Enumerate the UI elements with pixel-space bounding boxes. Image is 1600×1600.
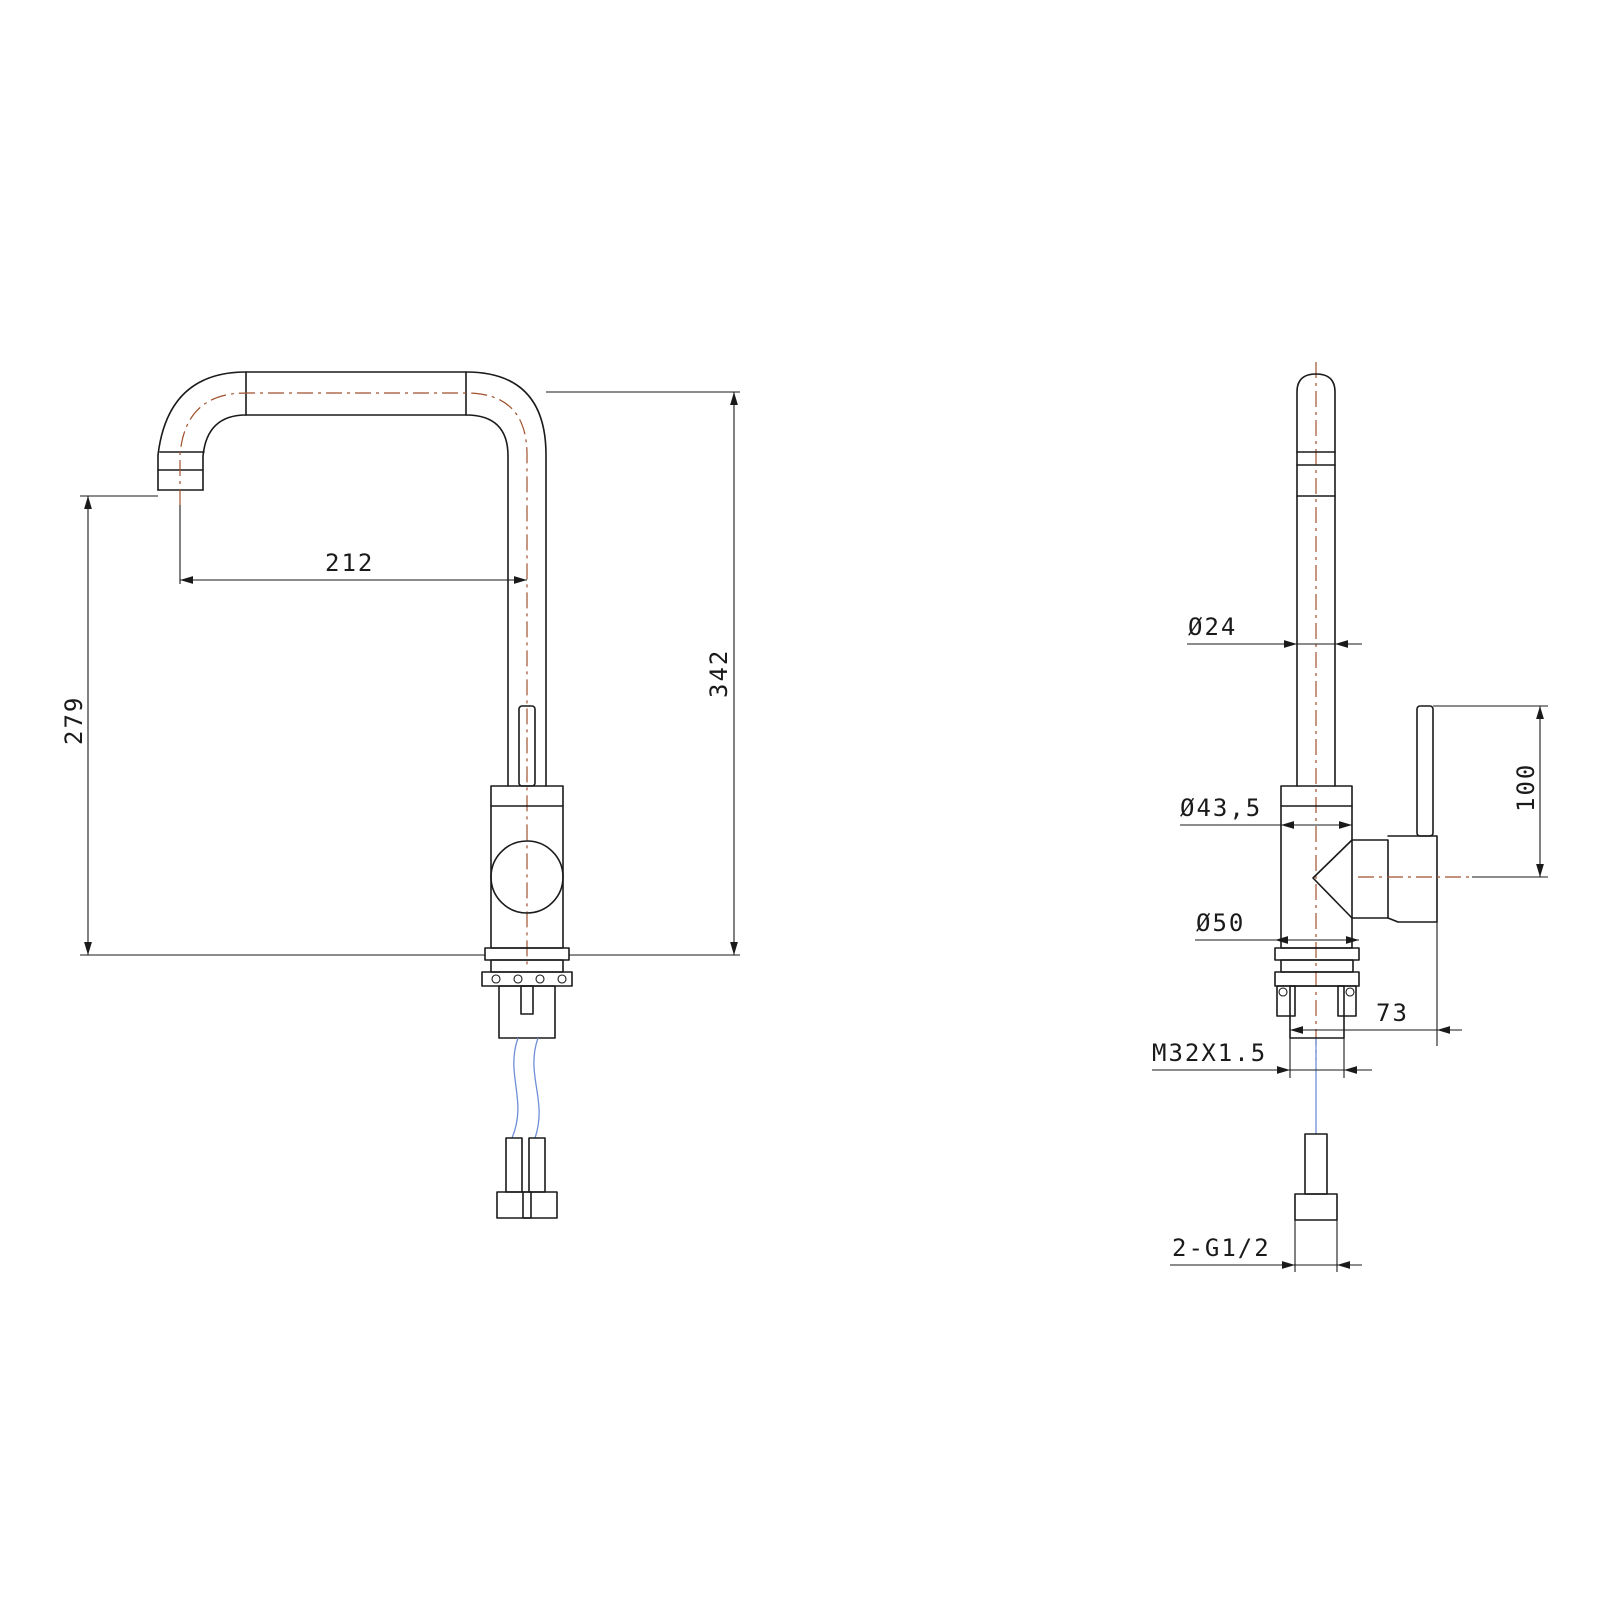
side-mixer-body <box>1280 785 1438 949</box>
dim-handle-offset-text: 73 <box>1376 999 1409 1027</box>
front-spout-centerline <box>179 392 528 965</box>
side-view: Ø24 Ø43,5 Ø50 100 73 <box>1152 362 1548 1272</box>
front-view: 212 279 342 <box>60 371 740 1219</box>
front-spout-pipe <box>157 371 547 787</box>
dim-spout-height-text: 279 <box>60 696 88 745</box>
front-mounting-base <box>481 947 573 1039</box>
side-dim-g1-2: 2-G1/2 <box>1170 1220 1362 1272</box>
dim-connection-text: 2-G1/2 <box>1172 1234 1271 1262</box>
dim-handle-length-text: 100 <box>1512 763 1540 812</box>
dim-body-diameter-text: Ø43,5 <box>1180 794 1262 822</box>
side-dim-d24: Ø24 <box>1187 613 1362 648</box>
side-dim-d43-5: Ø43,5 <box>1180 794 1352 829</box>
side-supply-connector <box>1294 1133 1338 1221</box>
dim-spout-diameter-text: Ø24 <box>1188 613 1237 641</box>
side-dim-d50: Ø50 <box>1195 909 1359 944</box>
front-dim-212: 212 <box>179 505 527 584</box>
side-dim-m32: M32X1.5 <box>1152 1038 1372 1078</box>
side-dim-73: 73 <box>1290 922 1462 1046</box>
front-supply-hoses <box>496 1037 558 1219</box>
dim-thread-text: M32X1.5 <box>1152 1039 1267 1067</box>
side-dim-100: 100 <box>1433 705 1548 878</box>
dim-spout-reach-text: 212 <box>325 549 374 577</box>
front-dim-279: 279 <box>60 495 485 956</box>
side-handle-lever <box>1416 705 1434 837</box>
dim-total-height-text: 342 <box>705 649 733 698</box>
side-mounting-base <box>1274 947 1360 1039</box>
front-dim-342: 342 <box>546 391 740 956</box>
dim-base-diameter-text: Ø50 <box>1196 909 1245 937</box>
side-spout-column <box>1296 373 1336 787</box>
